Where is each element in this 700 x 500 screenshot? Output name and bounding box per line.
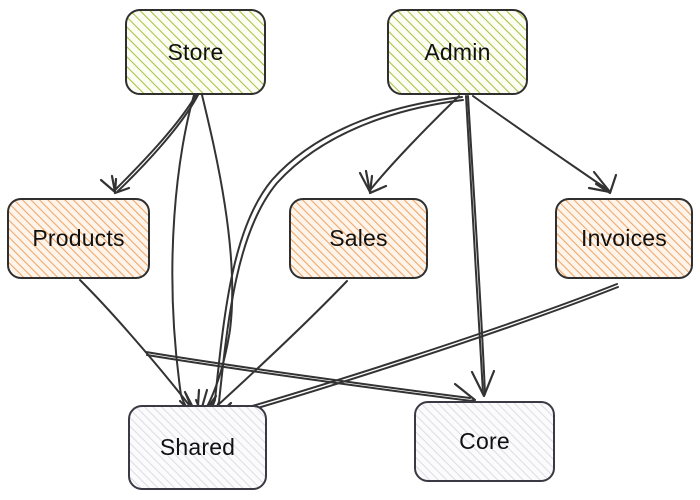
edge-admin-core — [465, 95, 496, 398]
node-invoices[interactable] — [555, 198, 693, 279]
edge-store-shared-a — [171, 94, 201, 422]
edge-store-shared-b — [196, 94, 234, 423]
edge-admin-sales — [358, 95, 460, 195]
node-admin[interactable] — [387, 9, 528, 95]
node-layer — [7, 9, 693, 490]
node-shared[interactable] — [128, 405, 267, 490]
node-sales[interactable] — [289, 198, 428, 279]
node-products[interactable] — [7, 198, 150, 279]
edge-invoices-shared — [210, 283, 619, 422]
edge-products-core — [145, 351, 477, 407]
edge-admin-invoices — [472, 95, 618, 195]
node-core[interactable] — [414, 401, 555, 482]
node-store[interactable] — [125, 9, 266, 95]
